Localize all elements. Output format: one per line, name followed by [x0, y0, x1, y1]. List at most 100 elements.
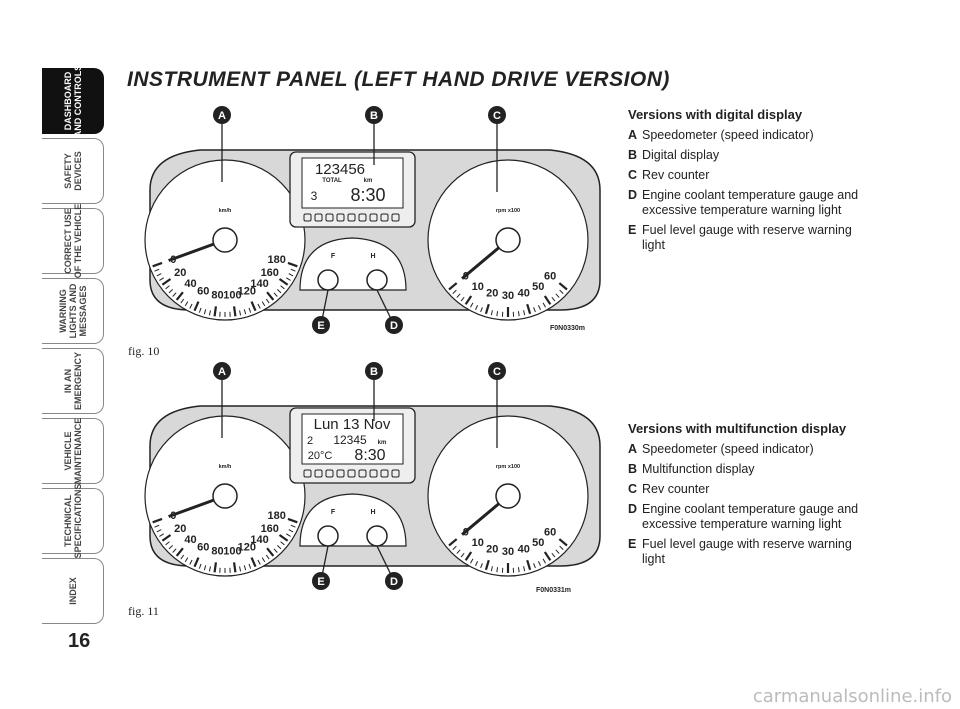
rev-counter-tick-label: 20 — [486, 544, 498, 556]
speedometer-tick — [248, 307, 252, 313]
rev-counter-tick — [456, 293, 461, 298]
legend-key: E — [628, 223, 637, 237]
warning-light-icon — [369, 213, 378, 222]
rev-counter-tick — [448, 282, 458, 291]
speedometer-tick-label: 60 — [197, 542, 209, 554]
callout-badge — [365, 362, 383, 380]
legend-key: C — [628, 482, 638, 496]
rev-counter-tick — [480, 307, 483, 313]
tab-emergency[interactable]: IN AN EMERGENCY — [42, 348, 104, 414]
speedometer-tick — [189, 559, 193, 565]
speedometer-tick — [175, 547, 184, 557]
rev-counter-tick-label: 40 — [518, 288, 530, 300]
rev-counter-tick — [526, 303, 532, 315]
speedometer-tick-label: 120 — [238, 286, 256, 298]
speedometer-tick — [203, 565, 207, 571]
speedometer-tick-label: 100 — [223, 545, 241, 557]
warning-light-icon — [347, 213, 356, 222]
warning-light-icon — [325, 213, 334, 222]
speedometer-tick — [286, 277, 291, 281]
legend-key: A — [628, 128, 638, 142]
figure-label: fig. 10 — [128, 344, 160, 358]
legend-text: Engine coolant temperature gauge and exc… — [642, 188, 859, 217]
speedometer-tick — [277, 289, 282, 294]
callout-letter: A — [218, 366, 226, 378]
rev-counter-tick — [484, 303, 490, 315]
speedometer-tick — [203, 309, 207, 315]
display-time: 8:30 — [354, 447, 385, 464]
legend-text: Engine coolant temperature gauge and exc… — [642, 502, 859, 531]
fuel-full-label: F — [331, 509, 336, 516]
tab-dashboard-and-controls[interactable]: DASHBOARD AND CONTROLS — [42, 65, 104, 137]
speedometer-tick — [261, 557, 266, 563]
speedometer-tick — [213, 562, 218, 573]
page-number: 16 — [68, 630, 91, 652]
instrument-panel-figure-10: 020406080100120140160180km/h010203040506… — [144, 106, 601, 334]
rev-counter-tick-label: 30 — [502, 546, 514, 558]
tab-label: DASHBOARD AND CONTROLS — [62, 64, 83, 138]
rev-counter-tick-label: 20 — [486, 288, 498, 300]
tab-index[interactable]: INDEX — [42, 558, 104, 624]
rev-counter-tick — [533, 307, 536, 313]
tab-safety-devices[interactable]: SAFETY DEVICES — [42, 138, 104, 204]
rev-counter-tick — [490, 310, 493, 316]
callout-letter: C — [493, 366, 501, 378]
speedometer-tick — [278, 534, 289, 542]
speedometer-hub — [212, 227, 238, 253]
speedometer-tick — [250, 557, 257, 568]
rev-counter-tick-label: 30 — [502, 290, 514, 302]
tab-technical-specifications[interactable]: TECHNICAL SPECIFICATIONS — [42, 484, 104, 558]
figure-code: F0N0330m — [550, 325, 586, 332]
warning-light-icon — [314, 213, 323, 222]
temp-gauge-hub — [366, 269, 388, 291]
tab-vehicle-maintenance[interactable]: VEHICLE MAINTENANCE — [42, 418, 104, 484]
speedometer-tick — [280, 541, 285, 546]
tab-label: TECHNICAL SPECIFICATIONS — [62, 483, 83, 559]
callout-letter: E — [317, 320, 324, 332]
warning-light-icon — [369, 469, 378, 478]
rev-counter-tick — [496, 311, 499, 317]
rev-counter-tick — [470, 558, 474, 564]
speedometer-tick — [152, 261, 163, 268]
warning-light-icon — [380, 469, 389, 478]
rev-counter-tick — [526, 559, 532, 571]
warning-light-icon — [336, 469, 345, 478]
figure-label: fig. 11 — [128, 604, 159, 618]
speedometer-tick — [273, 292, 278, 297]
callout-badge — [488, 362, 506, 380]
tab-label: VEHICLE MAINTENANCE — [62, 417, 83, 485]
speedometer-tick — [198, 307, 202, 313]
speedometer-tick — [290, 268, 296, 272]
speedometer-tick — [239, 310, 242, 316]
tab-correct-use[interactable]: CORRECT USE OF THE VEHICLE — [42, 204, 104, 278]
speedometer-tick — [287, 517, 298, 524]
speedometer-tick — [278, 278, 289, 286]
rev-counter-tick-label: 40 — [518, 544, 530, 556]
rev-counter-tick-label: 60 — [544, 526, 556, 538]
fuel-gauge-hub — [317, 269, 339, 291]
speedometer-hub — [212, 483, 238, 509]
display-km-label: km — [378, 440, 387, 446]
speedometer-tick — [152, 517, 163, 524]
speedometer-tick — [193, 557, 200, 568]
rev-counter-tick-label: 60 — [544, 270, 556, 282]
display-screen — [301, 413, 404, 465]
speedometer-tick-label: 80 — [211, 545, 223, 557]
speedometer-tick-label: 120 — [238, 542, 256, 554]
legend-text: Fuel level gauge with reserve warning li… — [642, 223, 852, 252]
warning-light-icon — [325, 469, 334, 478]
speedometer-tick — [280, 285, 285, 290]
legend-text: Speedometer (speed indicator) — [642, 442, 814, 456]
instrument-panel-figure-11: 020406080100120140160180km/h010203040506… — [144, 362, 601, 590]
display-time: 8:30 — [350, 185, 385, 205]
speedometer-tick-label: 40 — [184, 534, 196, 546]
rev-counter-tick — [551, 552, 556, 558]
rev-counter-unit: rpm x100 — [496, 208, 520, 214]
warning-light-icon — [358, 213, 367, 222]
speedometer-tick — [288, 273, 294, 277]
tab-warning-lights[interactable]: WARNING LIGHTS AND MESSAGES — [42, 278, 104, 344]
temp-hot-label: H — [370, 253, 375, 260]
